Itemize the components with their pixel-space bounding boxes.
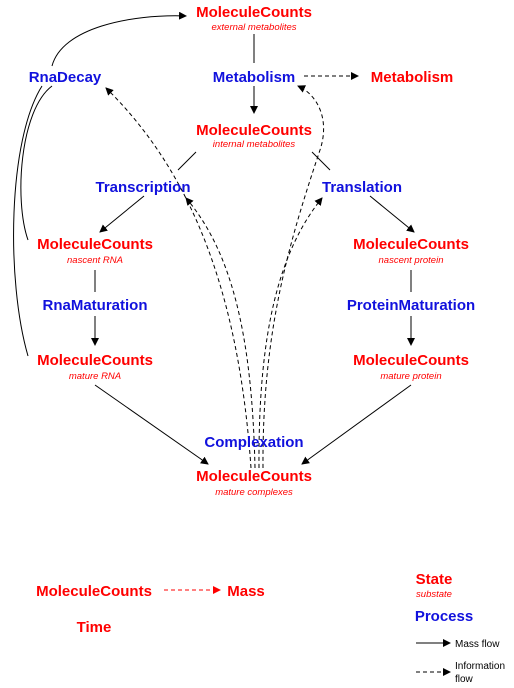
legend-info-flow-label-2: flow xyxy=(455,674,474,685)
legend-info-flow-label-1: Information xyxy=(455,661,505,672)
process-metabolism: Metabolism xyxy=(213,69,296,86)
edge-complexes-to-transcription xyxy=(185,197,256,469)
edge-mature-rna-to-complexes xyxy=(94,384,209,465)
edge-internal-to-transcription xyxy=(177,151,197,171)
edge-nascent-rna-to-rnadecay xyxy=(20,85,53,241)
state-substate: mature complexes xyxy=(215,487,293,498)
state-nascent-protein: MoleculeCounts nascent protein xyxy=(353,236,469,266)
state-substate: nascent protein xyxy=(379,255,444,266)
state-title: MoleculeCounts xyxy=(37,352,153,369)
edge-internal-to-translation xyxy=(311,151,331,171)
state-metabolism: Metabolism xyxy=(371,69,454,86)
state-substate: external metabolites xyxy=(211,22,296,33)
legend-mass-flow-label: Mass flow xyxy=(455,639,500,650)
edge-complexes-to-rnadecay xyxy=(105,87,252,469)
state-internal-metabolites: MoleculeCounts internal metabolites xyxy=(196,122,312,150)
state-time: Time xyxy=(77,619,112,636)
state-mature-rna: MoleculeCounts mature RNA xyxy=(37,352,153,382)
edge-mature-protein-to-complexes xyxy=(301,384,412,465)
legend: State substate Process Mass flow Informa… xyxy=(415,571,505,685)
process-proteinmaturation: ProteinMaturation xyxy=(347,297,475,314)
state-external-metabolites: MoleculeCounts external metabolites xyxy=(196,4,312,33)
state-title: MoleculeCounts xyxy=(196,122,312,139)
state-substate: mature RNA xyxy=(69,371,121,382)
information-flow-edges xyxy=(105,72,451,676)
edge-transcription-to-nascent-rna xyxy=(99,195,145,233)
process-rnamaturation: RnaMaturation xyxy=(43,297,148,314)
legend-substate: substate xyxy=(416,589,452,600)
state-nascent-rna: MoleculeCounts nascent RNA xyxy=(37,236,153,266)
state-substate: mature protein xyxy=(380,371,441,382)
state-mass: Mass xyxy=(227,583,265,600)
legend-state: State xyxy=(416,571,453,588)
state-substate: nascent RNA xyxy=(67,255,123,266)
process-transcription: Transcription xyxy=(95,179,190,196)
mass-flow-edges xyxy=(13,11,451,647)
legend-process: Process xyxy=(415,608,473,625)
edge-rnadecay-to-external xyxy=(51,11,187,67)
process-rnadecay: RnaDecay xyxy=(29,69,102,86)
edge-mature-rna-to-rnadecay xyxy=(13,85,43,357)
process-translation: Translation xyxy=(322,179,402,196)
state-title: MoleculeCounts xyxy=(196,4,312,21)
state-title: MoleculeCounts xyxy=(196,468,312,485)
state-molecule-counts-bottom: MoleculeCounts xyxy=(36,583,152,600)
state-substate: internal metabolites xyxy=(213,139,296,150)
state-mature-protein: MoleculeCounts mature protein xyxy=(353,352,469,382)
edge-translation-to-nascent-protein xyxy=(369,195,415,233)
state-title: MoleculeCounts xyxy=(37,236,153,253)
state-title: MoleculeCounts xyxy=(353,236,469,253)
process-complexation: Complexation xyxy=(204,434,303,451)
state-title: MoleculeCounts xyxy=(353,352,469,369)
edge-complexes-to-translation xyxy=(258,197,323,469)
state-mature-complexes: MoleculeCounts mature complexes xyxy=(196,468,312,498)
